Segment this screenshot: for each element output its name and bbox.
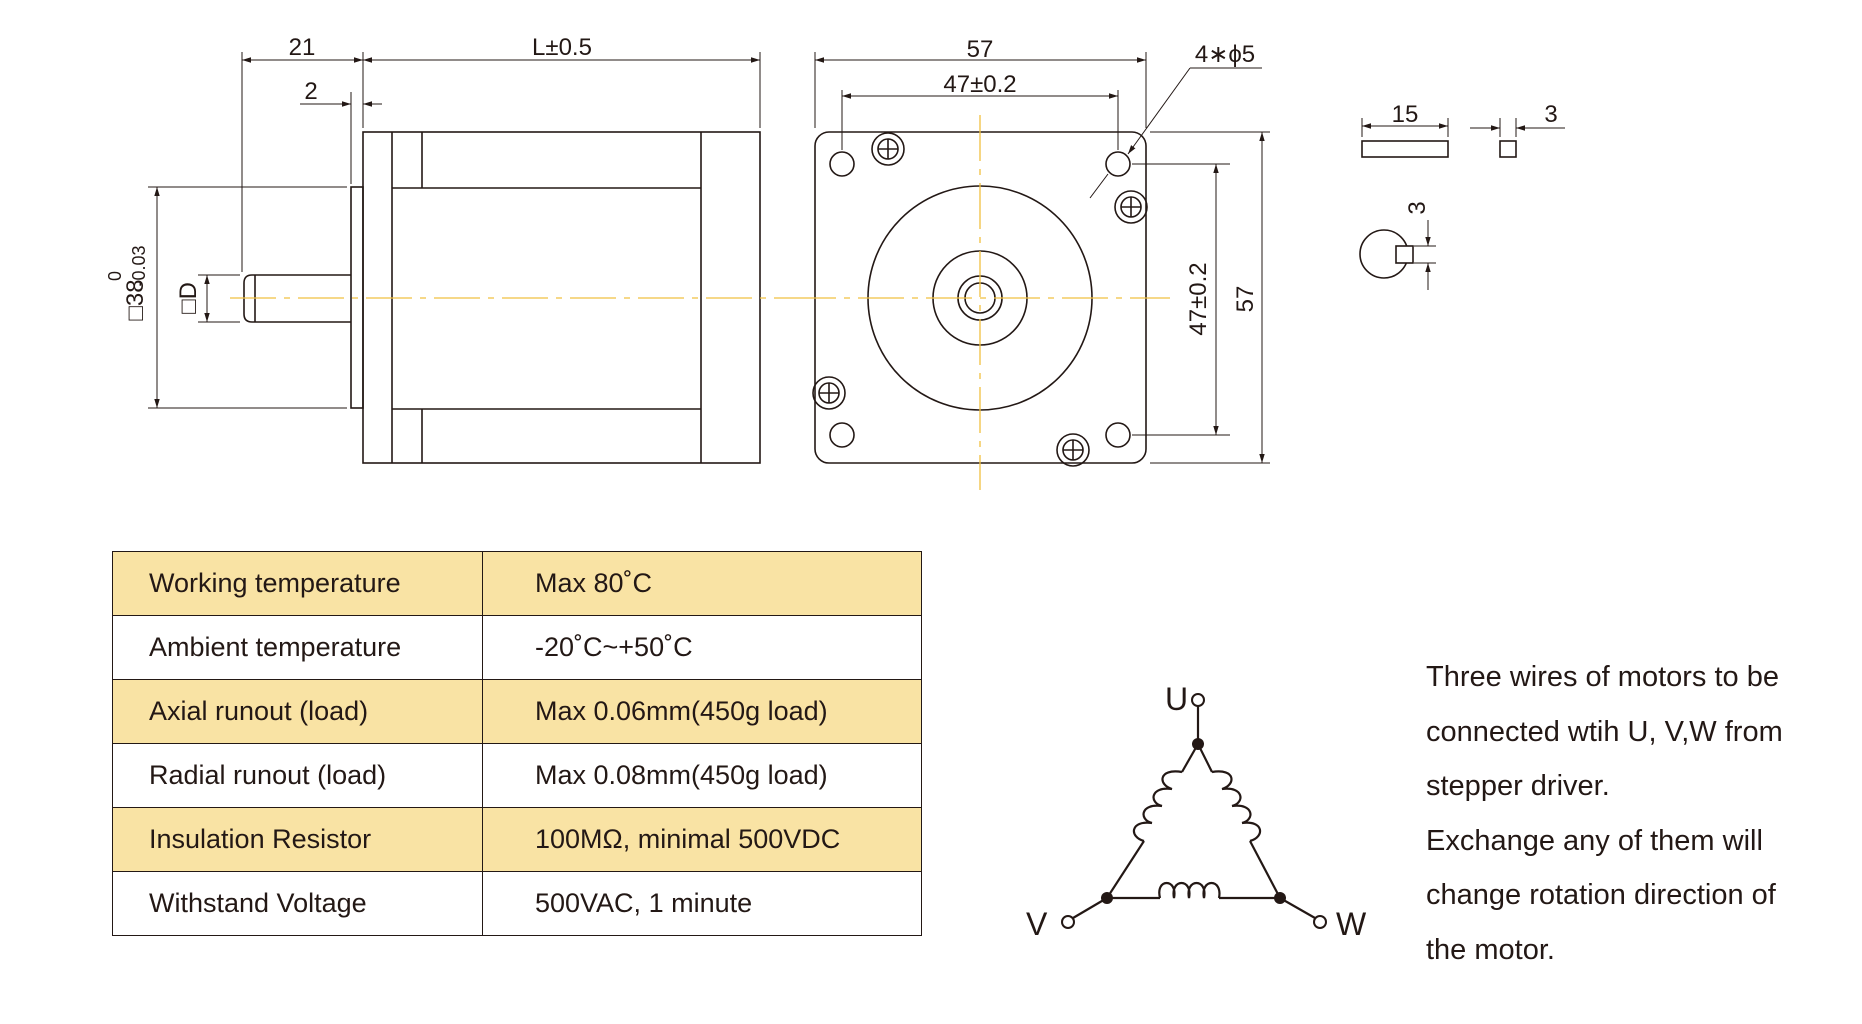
note-line: connected wtih U, V,W from bbox=[1426, 715, 1783, 748]
spec-value: -20˚C~+50˚C bbox=[482, 615, 922, 680]
note-line: stepper driver. bbox=[1426, 770, 1610, 802]
key-end bbox=[1499, 140, 1517, 158]
side-view bbox=[148, 52, 761, 464]
dim-pilot-tol-upper: 0 bbox=[105, 271, 125, 281]
mount-hole-bl bbox=[829, 422, 855, 448]
node-w bbox=[1274, 892, 1286, 904]
dim-shaft-length: 21 bbox=[289, 34, 316, 61]
terminal-w bbox=[1313, 915, 1327, 929]
dim-key-height: 3 bbox=[1404, 201, 1431, 214]
dim-body-length: L±0.5 bbox=[532, 34, 592, 61]
dim-collar: 2 bbox=[304, 78, 317, 105]
lead-v bbox=[1072, 897, 1108, 919]
screw-left bbox=[812, 376, 846, 410]
coil-vw bbox=[1107, 881, 1280, 900]
coil-uv bbox=[1106, 743, 1199, 899]
wiring-note: Three wires of motors to be connected wt… bbox=[1426, 650, 1856, 977]
terminal-v bbox=[1061, 915, 1075, 929]
dim-pilot: □38 bbox=[122, 279, 149, 320]
dim-hole-pitch: 47±0.2 bbox=[943, 71, 1016, 98]
key-detail bbox=[1359, 118, 1565, 290]
spec-value: 100MΩ, minimal 500VDC bbox=[482, 807, 922, 872]
front-centerlines bbox=[790, 115, 1170, 490]
spec-label: Withstand Voltage bbox=[112, 871, 483, 936]
spec-value: 500VAC, 1 minute bbox=[482, 871, 922, 936]
mount-hole-tl bbox=[829, 151, 855, 177]
terminal-u-label: U bbox=[1165, 681, 1188, 717]
key-side bbox=[1361, 140, 1449, 158]
spec-value: Max 80˚C bbox=[482, 551, 922, 616]
node-u bbox=[1192, 738, 1204, 750]
key-section-square bbox=[1395, 245, 1414, 264]
dim-pilot-tol-lower: -0.03 bbox=[129, 245, 149, 286]
dim-key-length: 15 bbox=[1392, 101, 1419, 128]
table-row: Radial runout (load) Max 0.08mm(450g loa… bbox=[112, 743, 922, 808]
mount-hole-br bbox=[1105, 422, 1131, 448]
pilot-collar bbox=[350, 186, 364, 409]
dim-flange-height: 57 bbox=[1232, 286, 1259, 313]
wiring-nodes bbox=[1061, 693, 1327, 929]
wiring-diagram bbox=[1072, 706, 1316, 919]
dim-key-width: 3 bbox=[1544, 101, 1557, 128]
coil-uw bbox=[1197, 743, 1281, 899]
spec-value: Max 0.08mm(450g load) bbox=[482, 743, 922, 808]
table-row: Working temperature Max 80˚C bbox=[112, 551, 922, 616]
screw-top bbox=[871, 132, 905, 166]
screw-right bbox=[1114, 190, 1148, 224]
spec-label: Radial runout (load) bbox=[112, 743, 483, 808]
dim-shaft-flat: □D bbox=[175, 282, 202, 314]
note-line: Three wires of motors to be bbox=[1426, 661, 1779, 693]
terminal-w-label: W bbox=[1336, 906, 1367, 942]
table-row: Insulation Resistor 100MΩ, minimal 500VD… bbox=[112, 807, 922, 872]
terminal-v-label: V bbox=[1026, 906, 1048, 942]
spec-label: Working temperature bbox=[112, 551, 483, 616]
table-row: Withstand Voltage 500VAC, 1 minute bbox=[112, 871, 922, 936]
spec-label: Ambient temperature bbox=[112, 615, 483, 680]
spec-value: Max 0.06mm(450g load) bbox=[482, 679, 922, 744]
spec-label: Axial runout (load) bbox=[112, 679, 483, 744]
front-view bbox=[812, 52, 1270, 467]
lead-w bbox=[1279, 897, 1316, 919]
note-line: the motor. bbox=[1426, 933, 1555, 966]
dim-flange-width: 57 bbox=[967, 36, 994, 63]
dim-holes: 4∗ϕ5 bbox=[1195, 41, 1255, 68]
terminal-u bbox=[1191, 693, 1205, 707]
table-row: Axial runout (load) Max 0.06mm(450g load… bbox=[112, 679, 922, 744]
screw-bottom bbox=[1056, 433, 1090, 467]
node-v bbox=[1101, 892, 1113, 904]
dim-hole-pitch-vertical: 47±0.2 bbox=[1185, 262, 1212, 335]
table-row: Ambient temperature -20˚C~+50˚C bbox=[112, 615, 922, 680]
note-line: Exchange any of them will bbox=[1426, 824, 1763, 857]
mount-hole-tr bbox=[1105, 151, 1131, 177]
spec-table: Working temperature Max 80˚C Ambient tem… bbox=[112, 551, 922, 936]
note-line: change rotation direction of bbox=[1426, 879, 1776, 911]
spec-label: Insulation Resistor bbox=[112, 807, 483, 872]
